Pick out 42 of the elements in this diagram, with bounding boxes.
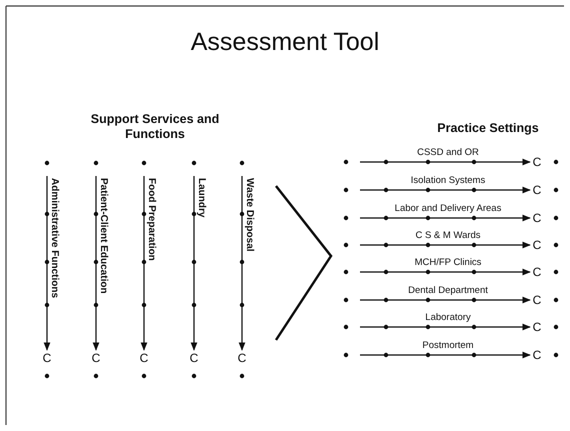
arrow: [190, 176, 198, 351]
edge-label: C S & M Wards: [415, 230, 481, 241]
arrow: [360, 324, 531, 330]
arrow: [360, 296, 531, 304]
node-label: C: [531, 211, 543, 225]
edge-label: Waste Disposal: [244, 178, 255, 252]
edge-label: Patient-Client Education: [98, 178, 109, 294]
arrow: [44, 176, 50, 351]
edge-label: Administrative Functions: [49, 178, 60, 298]
edge-label: CSSD and OR: [417, 147, 479, 158]
arrow: [360, 214, 531, 222]
edge-label: Labor and Delivery Areas: [394, 203, 502, 214]
edge-label: Dental Department: [408, 285, 488, 296]
node-label: C: [531, 155, 543, 169]
edge-label: Isolation Systems: [410, 175, 486, 186]
arrow: [360, 158, 531, 166]
arrow: [360, 242, 531, 248]
node-label: C: [236, 351, 248, 365]
node-label: C: [531, 293, 543, 307]
slide-title: Assessment Tool: [190, 28, 380, 57]
arrow: [238, 176, 246, 351]
node-label: C: [90, 351, 102, 365]
node-label: C: [531, 238, 543, 252]
edge-label: Laboratory: [425, 312, 471, 323]
node-label: C: [531, 348, 543, 362]
edge-label: Postmortem: [422, 340, 474, 351]
arrow: [92, 176, 100, 351]
section-heading: Support Services and Functions: [90, 112, 220, 142]
node-label: C: [41, 351, 53, 365]
node-label: C: [138, 351, 150, 365]
arrow: [360, 352, 531, 358]
arrow: [360, 268, 531, 276]
edge-label: Laundry: [196, 178, 207, 218]
arrow: [360, 186, 531, 194]
node-label: C: [531, 265, 543, 279]
node-label: C: [531, 183, 543, 197]
edge-label: MCH/FP Clinics: [414, 257, 482, 268]
section-heading: Practice Settings: [436, 121, 540, 136]
arrow: [140, 176, 148, 351]
node-label: C: [531, 320, 543, 334]
edge-label: Food Preparation: [146, 178, 157, 261]
node-label: C: [188, 351, 200, 365]
